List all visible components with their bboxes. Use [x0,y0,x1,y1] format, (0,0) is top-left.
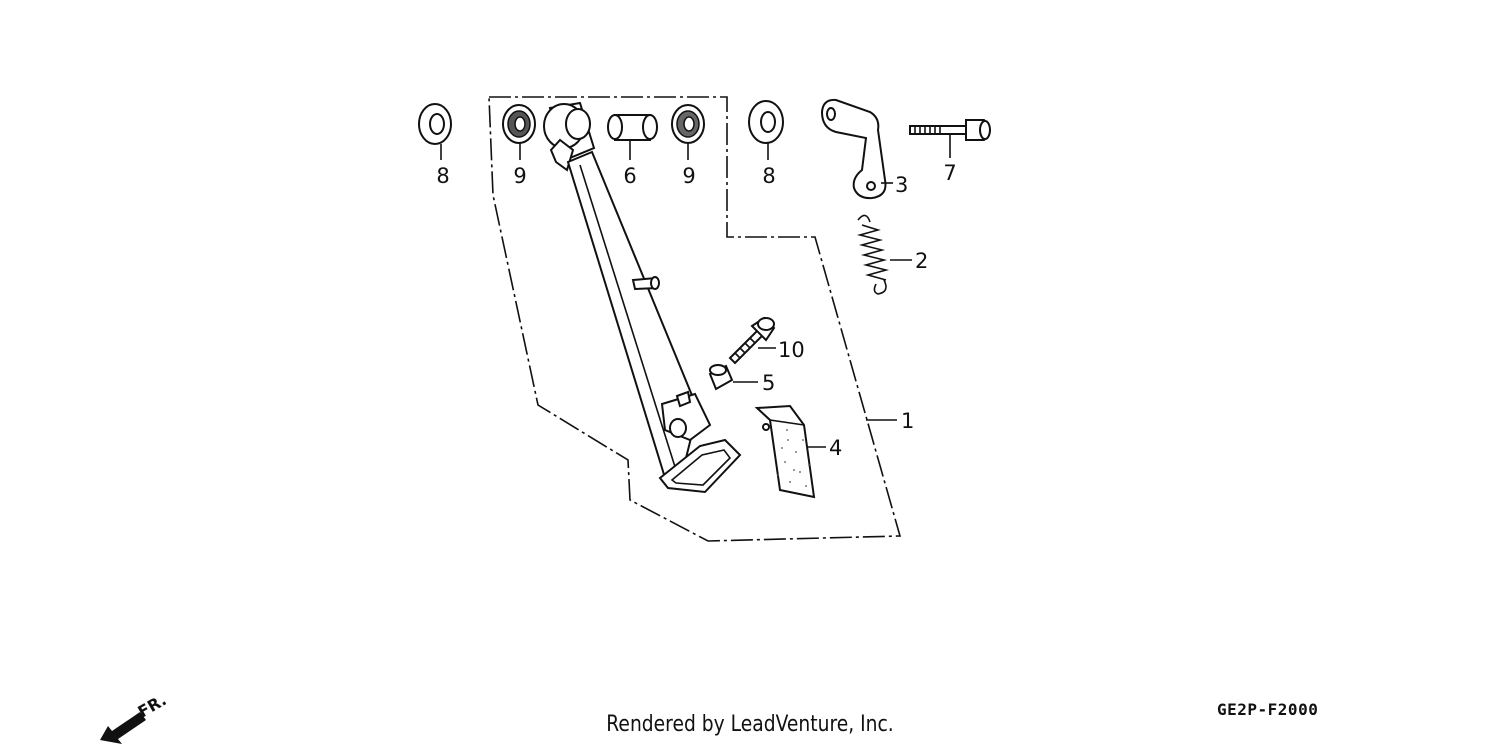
footer-credit: Rendered by LeadVenture, Inc. [606,712,894,737]
callout-7: 7 [943,161,956,185]
bushing-9-left[interactable] [502,104,536,160]
spacer-5[interactable] [708,364,758,391]
callout-6: 6 [623,164,636,188]
bracket-plate-3[interactable] [820,98,893,200]
callout-8-left: 8 [436,164,449,188]
washer-8-right[interactable] [748,100,784,160]
bolt-7[interactable] [909,119,991,158]
callout-9-left: 9 [513,164,526,188]
diagram-code: GE2P-F2000 [1217,700,1319,719]
rubber-pad-4[interactable] [754,404,826,499]
assembly-outline [488,96,902,542]
spring-2[interactable] [856,214,912,295]
callout-2: 2 [915,249,928,273]
flange-bolt-10[interactable] [728,316,776,365]
callout-5: 5 [762,371,775,395]
callout-10: 10 [778,338,805,362]
bushing-9-right[interactable] [671,104,705,160]
washer-8-left[interactable] [418,103,452,160]
collar-6[interactable] [607,114,658,160]
callout-4: 4 [829,436,842,460]
callout-3: 3 [895,173,908,197]
front-direction-arrow-icon [100,712,146,744]
callout-9-right: 9 [682,164,695,188]
side-stand-1[interactable] [543,101,742,494]
callout-1: 1 [901,409,914,433]
callout-8-right: 8 [762,164,775,188]
